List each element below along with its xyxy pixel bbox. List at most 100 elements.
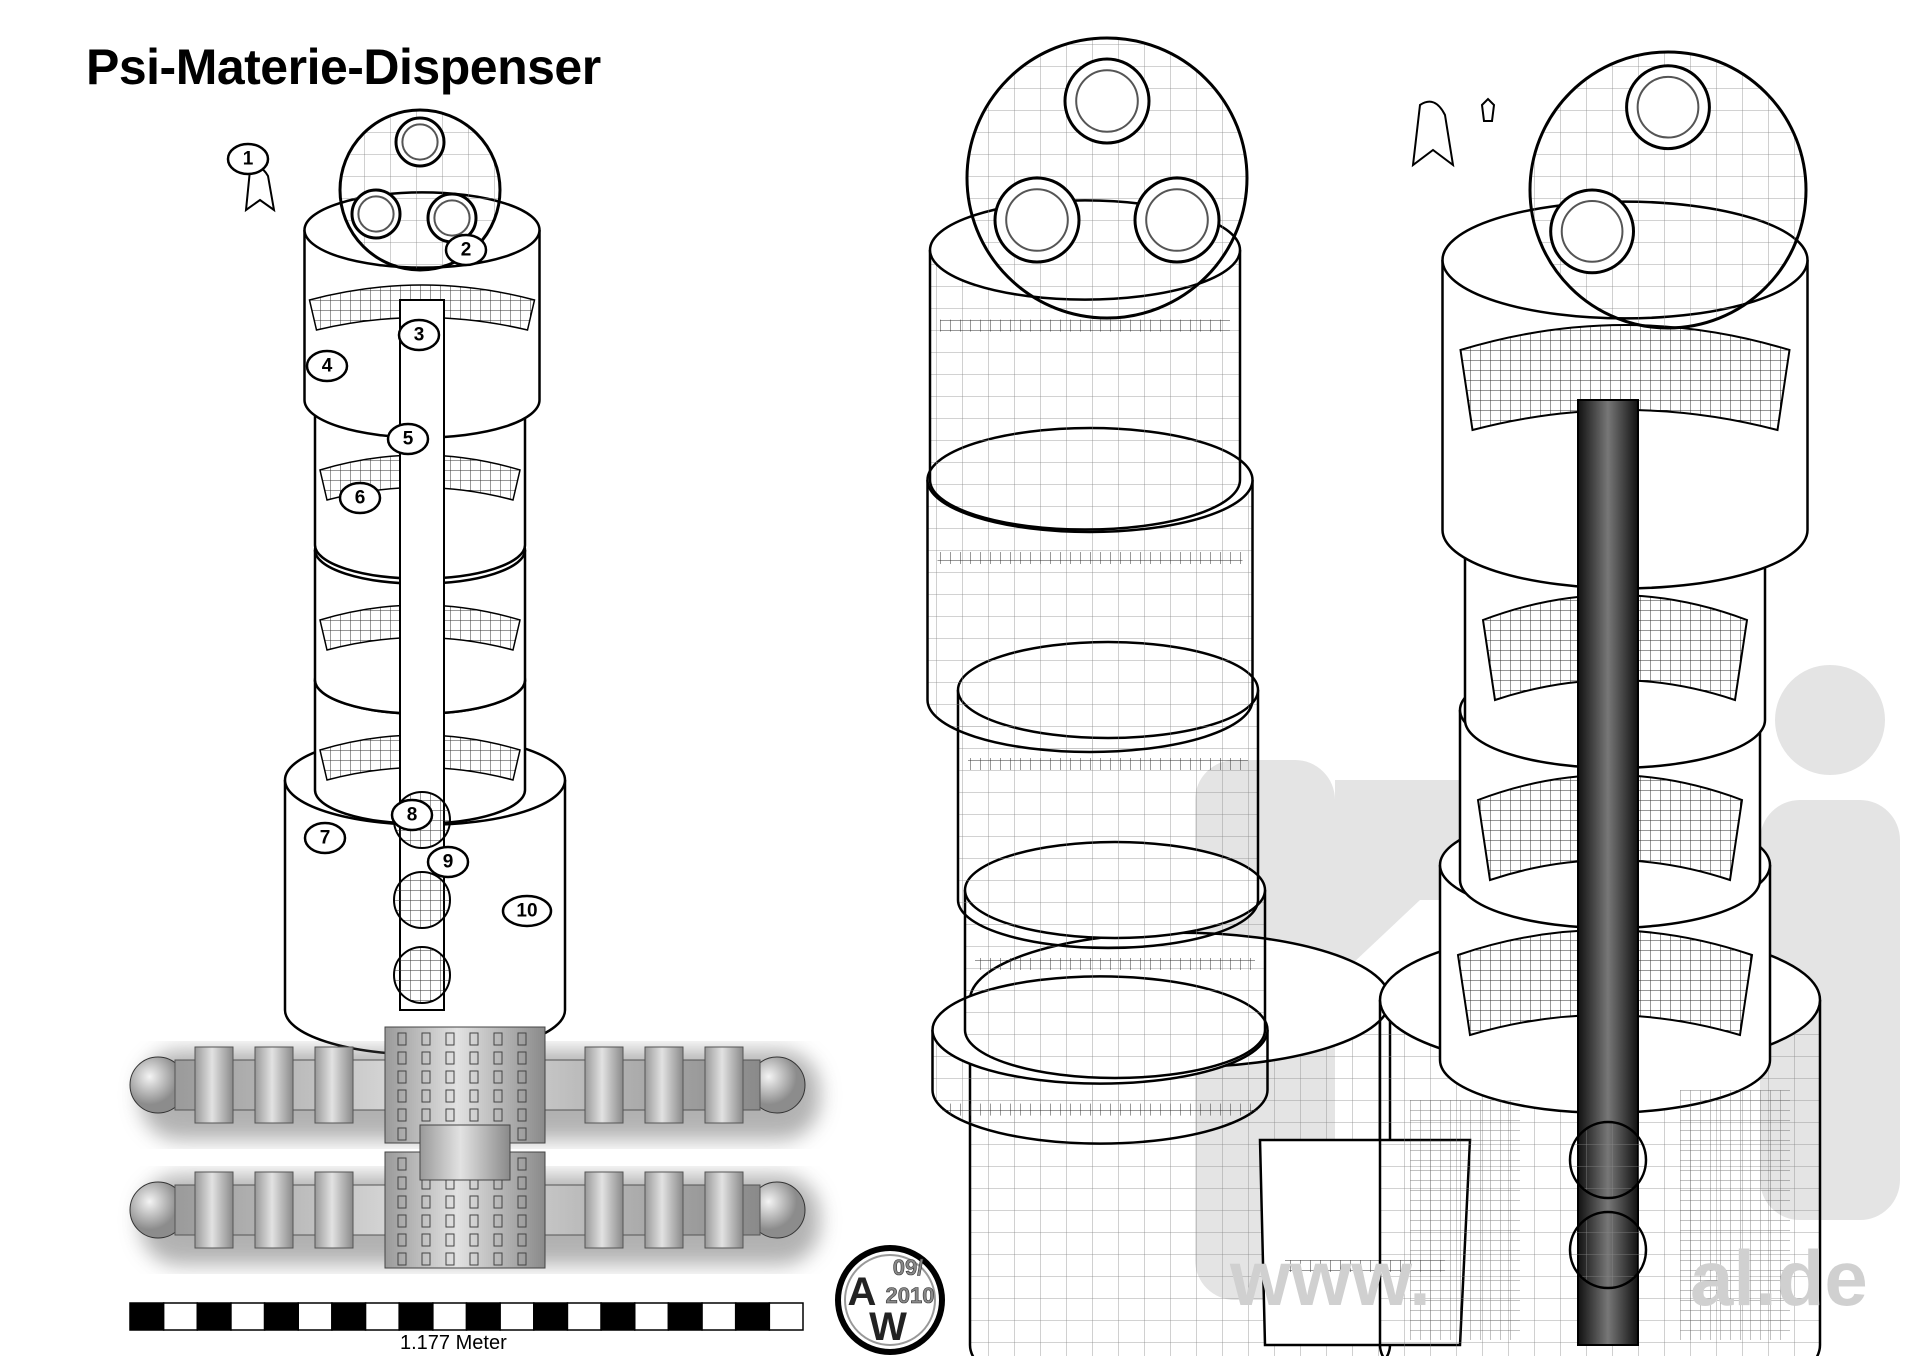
module-window: [397, 1108, 407, 1122]
module-window: [445, 1108, 455, 1122]
callout-bubble: [426, 845, 470, 879]
panel-strip: [968, 758, 1248, 770]
module-window: [469, 1195, 479, 1209]
module-ring: [704, 1046, 744, 1124]
module-window: [397, 1032, 407, 1046]
callout-number: 1: [243, 149, 254, 170]
tower-segment: [926, 480, 1254, 754]
module-window: [517, 1252, 527, 1266]
module-window: [421, 1070, 431, 1084]
module-window: [445, 1214, 455, 1228]
panel-strip: [942, 1103, 1258, 1116]
callout-number: 10: [516, 901, 537, 922]
module-window: [397, 1157, 407, 1171]
psi-matter-sphere: [1568, 1120, 1648, 1200]
module-window: [469, 1252, 479, 1266]
module-window: [469, 1032, 479, 1046]
tower-segment: [956, 690, 1260, 950]
module-window: [445, 1233, 455, 1247]
scale-segment: [129, 1302, 165, 1331]
watermark-prefix: www.: [1229, 1234, 1431, 1322]
callout-6: 6: [338, 481, 382, 515]
module-connector: [419, 1124, 511, 1181]
module-window: [397, 1051, 407, 1065]
callout-number: 2: [461, 240, 472, 261]
module-window: [397, 1176, 407, 1190]
callout-bubble: [305, 349, 349, 383]
module-window: [493, 1195, 503, 1209]
module-window: [517, 1195, 527, 1209]
module-window: [445, 1252, 455, 1266]
callout-2: 2: [444, 233, 488, 267]
scale-segment: [364, 1302, 400, 1331]
observation-dome-port: [993, 176, 1081, 264]
callout-number: 4: [322, 356, 333, 377]
module-window: [493, 1051, 503, 1065]
callout-9: 9: [426, 845, 470, 879]
module-window: [421, 1108, 431, 1122]
module-window: [445, 1051, 455, 1065]
module-window: [493, 1032, 503, 1046]
callout-bubble: [501, 894, 553, 928]
scale-segment: [533, 1302, 569, 1331]
module-window: [517, 1089, 527, 1103]
module-window: [397, 1089, 407, 1103]
module-window: [517, 1032, 527, 1046]
module-window: [493, 1070, 503, 1084]
module-window: [493, 1233, 503, 1247]
scale-segment: [331, 1302, 367, 1331]
cutaway-dome-port: [1625, 64, 1711, 151]
module-window: [421, 1252, 431, 1266]
module-ring: [584, 1171, 624, 1249]
module-window: [445, 1070, 455, 1084]
module-window: [397, 1214, 407, 1228]
cutaway-dome-port-ring: [1636, 75, 1700, 139]
scale-segment: [600, 1302, 636, 1331]
scale-segment: [734, 1302, 771, 1331]
module-window: [493, 1252, 503, 1266]
callout-bubble: [390, 798, 434, 832]
module-window: [517, 1070, 527, 1084]
observation-dome-port: [1063, 57, 1151, 145]
psi-matter-sphere: [393, 946, 451, 1004]
scale-segment: [701, 1302, 737, 1331]
artist-signature-logo: 09/ 2010 A W: [835, 1245, 945, 1355]
scale-segment: [196, 1302, 232, 1331]
watermark: www. al.de: [1229, 1234, 1868, 1322]
module-ring: [704, 1171, 744, 1249]
signature-month: 09/: [893, 1255, 924, 1280]
module-ring: [194, 1046, 234, 1124]
signature-ring: [835, 1245, 945, 1355]
module-ring: [644, 1046, 684, 1124]
callout-number: 6: [355, 488, 366, 509]
callout-bubble: [397, 318, 441, 352]
scale-segment: [634, 1302, 670, 1331]
callout-number: 3: [414, 325, 425, 346]
callout-1: 1: [226, 142, 270, 176]
module-window: [397, 1252, 407, 1266]
module-ring: [644, 1171, 684, 1249]
callout-8: 8: [390, 798, 434, 832]
module-window: [469, 1108, 479, 1122]
callout-bubble: [303, 821, 347, 855]
callout-4: 4: [305, 349, 349, 383]
module-ring: [314, 1046, 354, 1124]
callout-bubble: [338, 481, 382, 515]
ship-icon: [1480, 97, 1496, 122]
module-window: [517, 1108, 527, 1122]
panel-strip: [937, 552, 1243, 564]
module-window: [397, 1233, 407, 1247]
module-window: [397, 1070, 407, 1084]
module-window: [517, 1051, 527, 1065]
machinery-ring: [1459, 324, 1791, 432]
module-window: [445, 1089, 455, 1103]
panel-strip: [975, 958, 1255, 970]
module-ring: [194, 1171, 234, 1249]
scale-segment: [768, 1302, 804, 1331]
module-window: [421, 1214, 431, 1228]
callout-7: 7: [303, 821, 347, 855]
scale-segment: [432, 1302, 468, 1331]
module-window: [397, 1127, 407, 1141]
